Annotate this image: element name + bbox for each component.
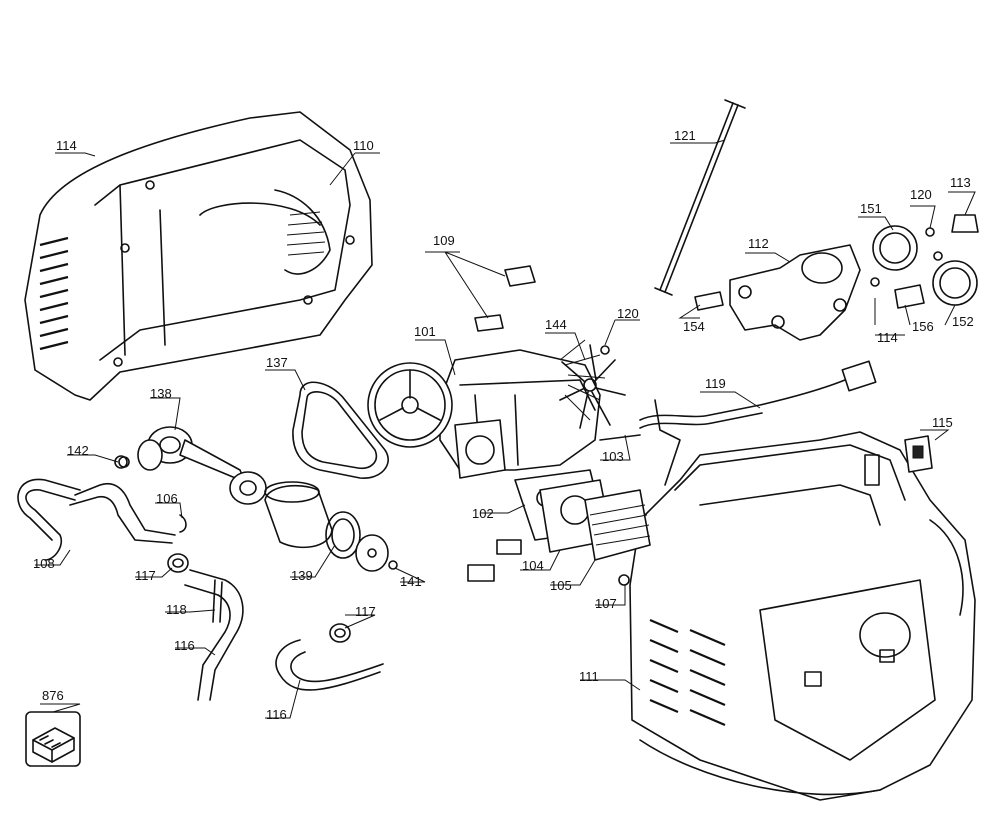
label-101: 101 [414,324,436,339]
part-labels: 114 110 109 101 144 120 121 112 151 120 … [33,128,974,722]
switch-part [904,435,933,473]
rod-part [654,99,746,296]
label-112: 112 [748,236,769,251]
label-118: 118 [166,602,187,617]
fan-part [559,344,626,429]
label-151: 151 [860,201,882,216]
leader-lines [35,139,976,719]
manifold-part [694,214,979,341]
label-106: 106 [156,491,178,506]
power-cord-part [599,360,877,486]
label-120-right: 120 [910,187,932,202]
label-104: 104 [522,558,544,573]
label-142: 142 [67,443,89,458]
rear-shroud-part [24,111,373,401]
label-117-right: 117 [355,604,376,619]
label-116-mid: 116 [174,638,195,653]
parts-box-part [25,711,81,767]
label-103: 103 [602,449,624,464]
tubes-part [17,478,384,701]
label-110: 110 [353,138,374,153]
cylinder-part [264,481,398,572]
label-115: 115 [932,415,953,430]
label-121: 121 [674,128,696,143]
label-141: 141 [400,574,422,589]
motor-assembly-part [367,339,606,479]
label-108: 108 [33,556,55,571]
small-hardware [114,345,610,643]
label-114-right: 114 [877,330,898,345]
label-102: 102 [472,506,494,521]
label-137: 137 [266,355,288,370]
label-109: 109 [433,233,455,248]
label-154: 154 [683,319,705,334]
label-139: 139 [291,568,313,583]
cylinder-head-part [467,469,651,586]
label-107: 107 [595,596,617,611]
label-111: 111 [579,669,599,684]
label-152: 152 [952,314,974,329]
label-138: 138 [150,386,172,401]
label-113: 113 [950,175,971,190]
label-114-top: 114 [56,138,77,153]
label-144: 144 [545,317,567,332]
label-119: 119 [705,376,726,391]
label-117-left: 117 [135,568,156,583]
label-156: 156 [912,319,934,334]
label-116-bottom: 116 [266,707,287,722]
label-120-mid: 120 [617,306,639,321]
drive-belt-part [292,381,389,479]
main-housing-part [629,431,976,801]
label-876: 876 [42,688,64,703]
label-105: 105 [550,578,572,593]
connecting-rod-part [118,426,267,505]
filter-pads-part [474,265,536,332]
